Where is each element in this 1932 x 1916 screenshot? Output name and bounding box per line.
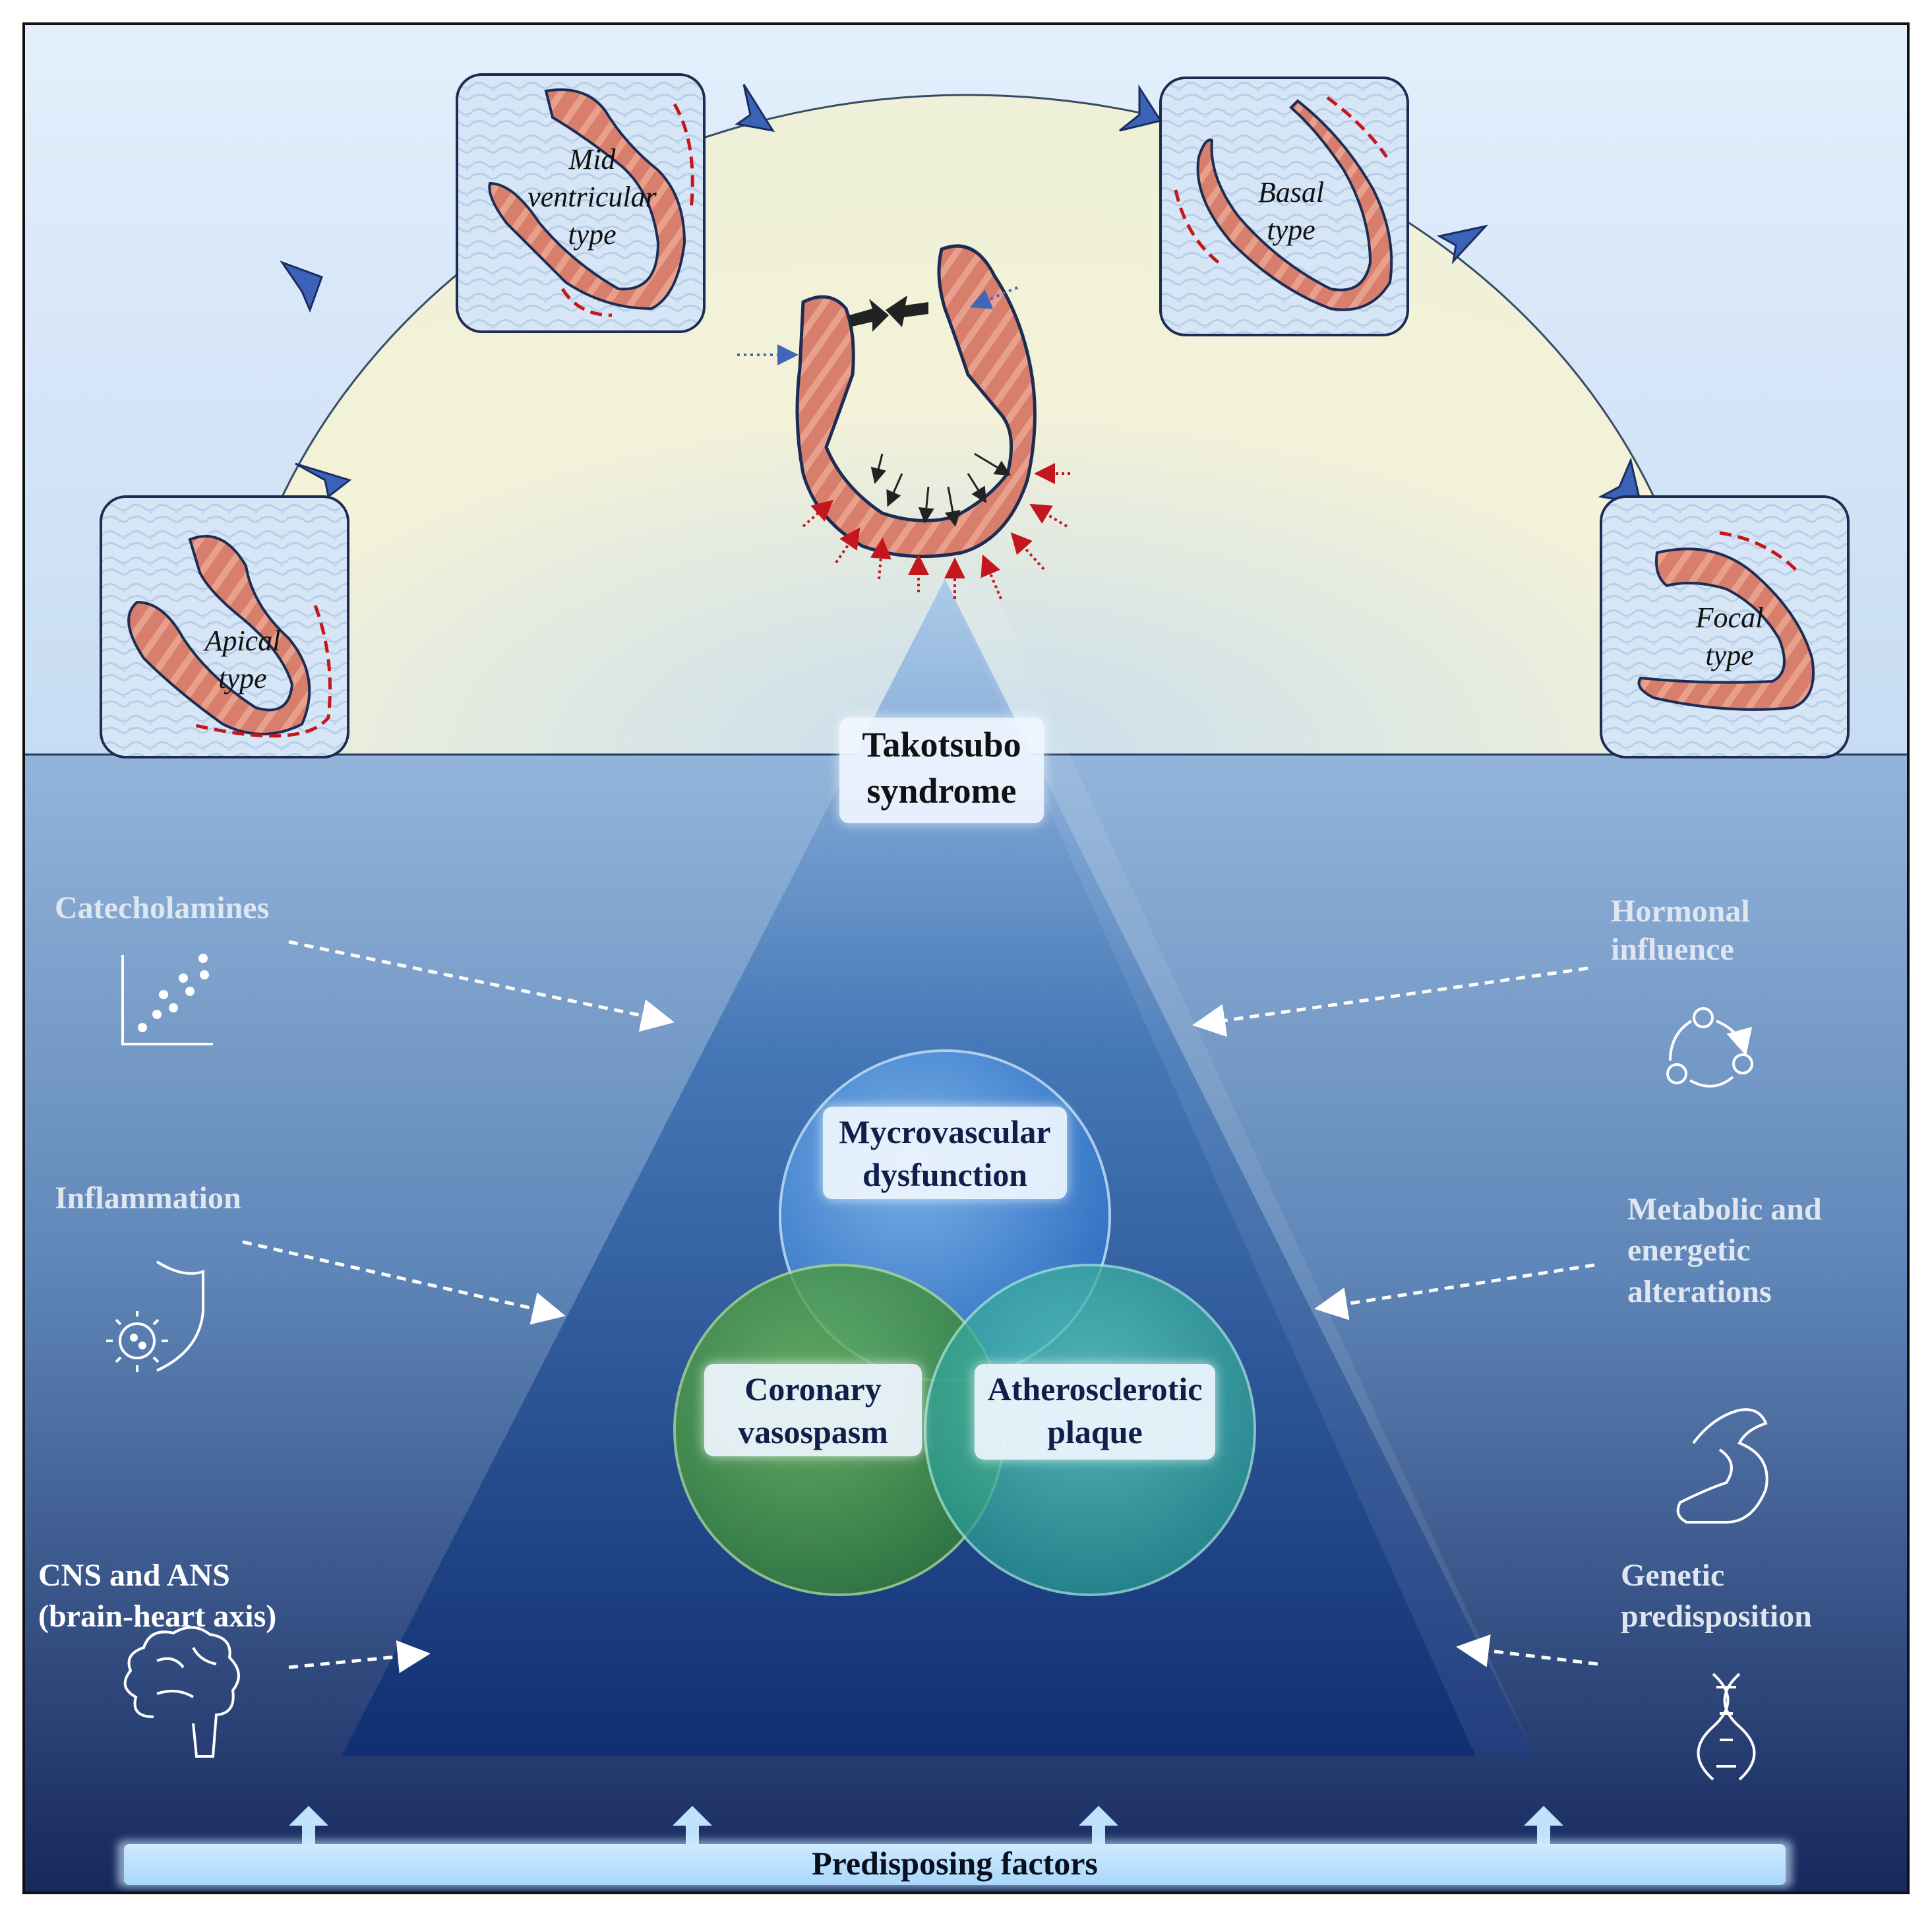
microvascular-label: Mycrovascular dysfunction: [823, 1107, 1067, 1199]
up-arrow-icon: [1524, 1806, 1563, 1849]
black-arrow: [974, 452, 1011, 476]
factor-hormonal: Hormonal influence: [1611, 894, 1750, 967]
heart-label-apical: Apical type: [204, 625, 281, 695]
central-heart: [737, 244, 1070, 600]
chevron-arrow-icon: [735, 84, 775, 133]
chevron-arrow-icon: [1119, 84, 1162, 132]
dome-arc: [222, 94, 1714, 755]
heart-label-mid: Mid ventricular type: [528, 143, 657, 251]
plaque-label: Atherosclerotic plaque: [975, 1364, 1215, 1460]
predisposing-factors-label: Predisposing factors: [812, 1845, 1098, 1882]
blue-dotted-arrow: [969, 286, 1018, 309]
factor-inflammation: Inflammation: [55, 1181, 241, 1216]
heart-box-apical: [100, 495, 349, 758]
myocardium-shape: [1196, 99, 1393, 311]
black-arrow: [870, 453, 887, 484]
predisposing-bar: [124, 1844, 1786, 1885]
dashed-akinesia-line: [1719, 531, 1800, 574]
dashed-akinesia-line: [673, 103, 694, 210]
heart-box-basal: [1159, 77, 1409, 336]
brain-icon: [123, 1626, 240, 1758]
vasospasm-label: Coronary vasospasm: [704, 1364, 922, 1456]
factor-arrow: [242, 1240, 566, 1325]
contraction-arrow: [849, 299, 889, 332]
factor-arrow: [1456, 1634, 1598, 1667]
dashed-akinesia-line: [1174, 189, 1220, 264]
heart-label-focal: Focal type: [1695, 602, 1764, 672]
factor-arrow: [1192, 966, 1588, 1037]
factor-arrow: [288, 940, 675, 1032]
factor-metabolic: Metabolic and energetic alterations: [1627, 1192, 1822, 1309]
myocardium-shape: [1637, 547, 1815, 711]
figure-frame: Apical type Mid ventricular type Basal t…: [22, 22, 1910, 1894]
contraction-arrow: [886, 295, 928, 327]
chevron-arrow-icon: [280, 260, 323, 313]
factor-catecholamines: Catecholamines: [55, 890, 270, 925]
chevron-arrow-icon: [1436, 224, 1489, 264]
myocardium-shape: [488, 88, 686, 311]
dashed-akinesia-line: [189, 605, 332, 738]
muscle-arm-icon: [1676, 1408, 1768, 1524]
myocardium-shape: [127, 535, 311, 735]
chevron-arrow-icon: [1598, 457, 1642, 505]
black-arrow: [967, 473, 987, 504]
up-arrow-icon: [1079, 1806, 1118, 1849]
factor-genetic: Genetic predisposition: [1621, 1558, 1812, 1634]
heart-box-mid: [456, 73, 706, 333]
pyramid-highlight: [945, 579, 1535, 1756]
virus-shield-icon: [106, 1260, 204, 1372]
dashed-akinesia-line: [560, 288, 613, 317]
cycle-icon: [1666, 1007, 1753, 1088]
dashed-akinesia-line: [1326, 96, 1389, 158]
black-arrow: [886, 473, 903, 507]
scatter-plot-icon: [121, 954, 213, 1045]
dna-icon: [1697, 1673, 1756, 1781]
factor-cns: CNS and ANS (brain-heart axis): [38, 1558, 277, 1634]
black-arrow: [944, 486, 961, 527]
black-arrow: [918, 486, 934, 524]
heart-box-focal: [1600, 495, 1850, 758]
takotsubo-syndrome-label: Takotsubo syndrome: [839, 718, 1044, 823]
up-arrow-icon: [673, 1806, 712, 1849]
up-arrow-icon: [289, 1806, 328, 1849]
red-pressure-arrows: [802, 463, 1070, 600]
factor-arrow: [288, 1640, 431, 1673]
heart-label-basal: Basal type: [1257, 176, 1325, 247]
